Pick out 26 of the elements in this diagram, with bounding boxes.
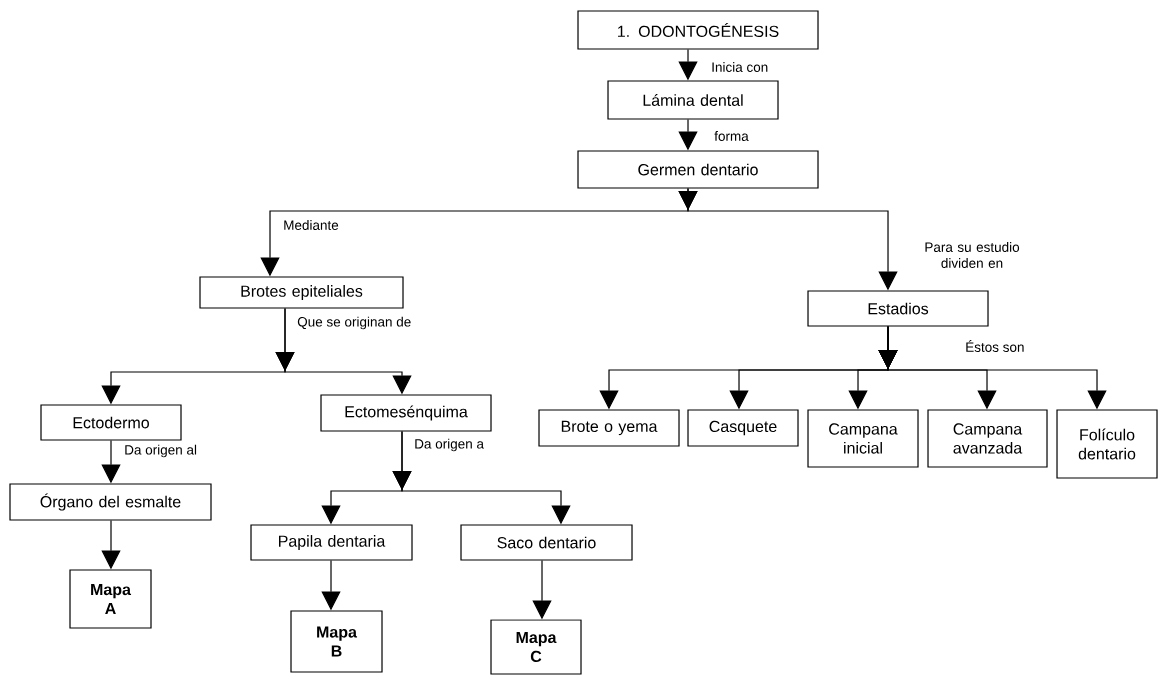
edge-label: Mediante xyxy=(284,220,339,230)
concept-box: 1. ODONTOGÉNESIS xyxy=(577,10,819,50)
concept-box: Estadios xyxy=(807,290,989,327)
edge-label: Da origen al xyxy=(125,444,197,458)
concept-box: Órgano del esmalte xyxy=(9,483,212,521)
concept-box: Campana inicial xyxy=(807,409,919,468)
concept-box: Mapa B xyxy=(290,610,383,673)
concept-box: Saco dentario xyxy=(460,524,633,561)
concept-box: Ectodermo xyxy=(40,404,182,441)
edge-label: forma xyxy=(714,131,749,141)
concept-box: Brote o yema xyxy=(538,409,680,447)
concept-box: Mapa C xyxy=(490,619,582,675)
edge-label: Da origen a xyxy=(415,438,484,452)
concept-box: Germen dentario xyxy=(577,150,819,189)
concept-box: Lámina dental xyxy=(607,80,779,120)
concept-box: Folículo dentario xyxy=(1056,409,1158,479)
edge-label: Para su estudio dividen en xyxy=(925,242,1020,268)
concept-box: Campana avanzada xyxy=(927,409,1048,468)
edge-label: Que se originan de xyxy=(297,316,411,330)
concept-box: Papila dentaria xyxy=(250,524,413,561)
concept-box: Ectomesénquima xyxy=(320,394,492,432)
concept-box: Brotes epiteliales xyxy=(199,276,404,309)
edge-label: Éstos son xyxy=(966,340,1024,352)
edge-label: Inicia con xyxy=(712,62,768,72)
concept-box: Casquete xyxy=(687,409,799,447)
concept-box: Mapa A xyxy=(69,569,152,629)
